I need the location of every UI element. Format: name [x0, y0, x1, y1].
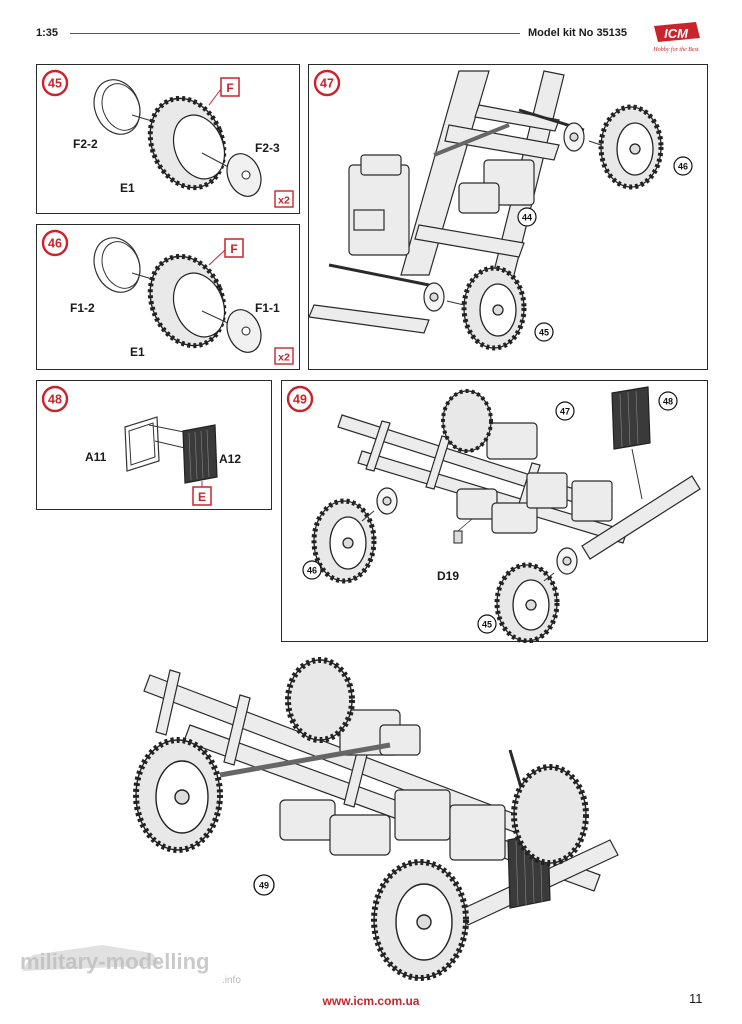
step-number: 47 [320, 77, 334, 91]
sprue-tag: F [226, 81, 233, 95]
ref-callout: 46 [678, 162, 688, 172]
ref-callout: 46 [307, 566, 317, 576]
ref-callout: 44 [522, 213, 532, 223]
header-rule [70, 33, 520, 34]
step-48-panel: 48 E A11 A12 [36, 380, 272, 510]
step-number: 45 [48, 77, 62, 91]
step-47-panel: 47 [308, 64, 708, 370]
step-49-illustration: 49 [286, 385, 701, 643]
part-label: F2-2 [73, 137, 98, 151]
ref-callout: 48 [663, 397, 673, 407]
sprue-tag: F [230, 242, 237, 256]
logo-tagline: Hobby for the Best [652, 46, 698, 53]
step-45-panel: 45 F x2 F2-2 F2-3 E1 [36, 64, 300, 214]
part-label: F2-3 [255, 141, 280, 155]
icm-logo: ICM Hobby for the Best [652, 22, 700, 53]
model-kit-number: Model kit No 35135 [528, 27, 628, 39]
part-label: E1 [130, 345, 145, 359]
step-46-illustration: 46 F x2 [41, 229, 294, 365]
part-label: D19 [437, 569, 460, 583]
multiplier-tag: x2 [278, 352, 290, 364]
step-number: 46 [48, 237, 62, 251]
step-45-illustration: 45 F x2 [41, 69, 294, 208]
scale-label: 1:35 [36, 27, 59, 39]
part-label: E1 [120, 181, 135, 195]
part-label: A11 [85, 450, 107, 464]
step-48-illustration: 48 E [41, 385, 218, 506]
step-badge-ring [41, 69, 69, 97]
ref-callout: 47 [560, 407, 570, 417]
step-46-panel: 46 F x2 F1-2 F1-1 E1 [36, 224, 300, 370]
ref-callout: 45 [539, 328, 549, 338]
watermark-suffix: .info [222, 975, 241, 986]
assembled-chassis-illustration: 49 [133, 657, 619, 981]
step-number: 48 [48, 393, 62, 407]
watermark-logo: military-modelling .info [20, 945, 241, 986]
part-label: F1-1 [255, 301, 280, 315]
step-number: 49 [293, 393, 307, 407]
sprue-tag: E [198, 490, 206, 504]
logo-text: ICM [664, 26, 689, 41]
ref-callout: 49 [259, 881, 269, 891]
ref-callout: 45 [482, 620, 492, 630]
multiplier-tag: x2 [278, 195, 290, 207]
part-label: A12 [219, 452, 242, 466]
watermark-text: military-modelling [20, 949, 209, 974]
footer-website-link[interactable]: www.icm.com.ua [322, 994, 420, 1008]
part-label: F1-2 [70, 301, 95, 315]
step-47-illustration: 47 [309, 69, 693, 351]
page-number: 11 [689, 991, 703, 1006]
step-49-panel: 49 [281, 380, 708, 643]
